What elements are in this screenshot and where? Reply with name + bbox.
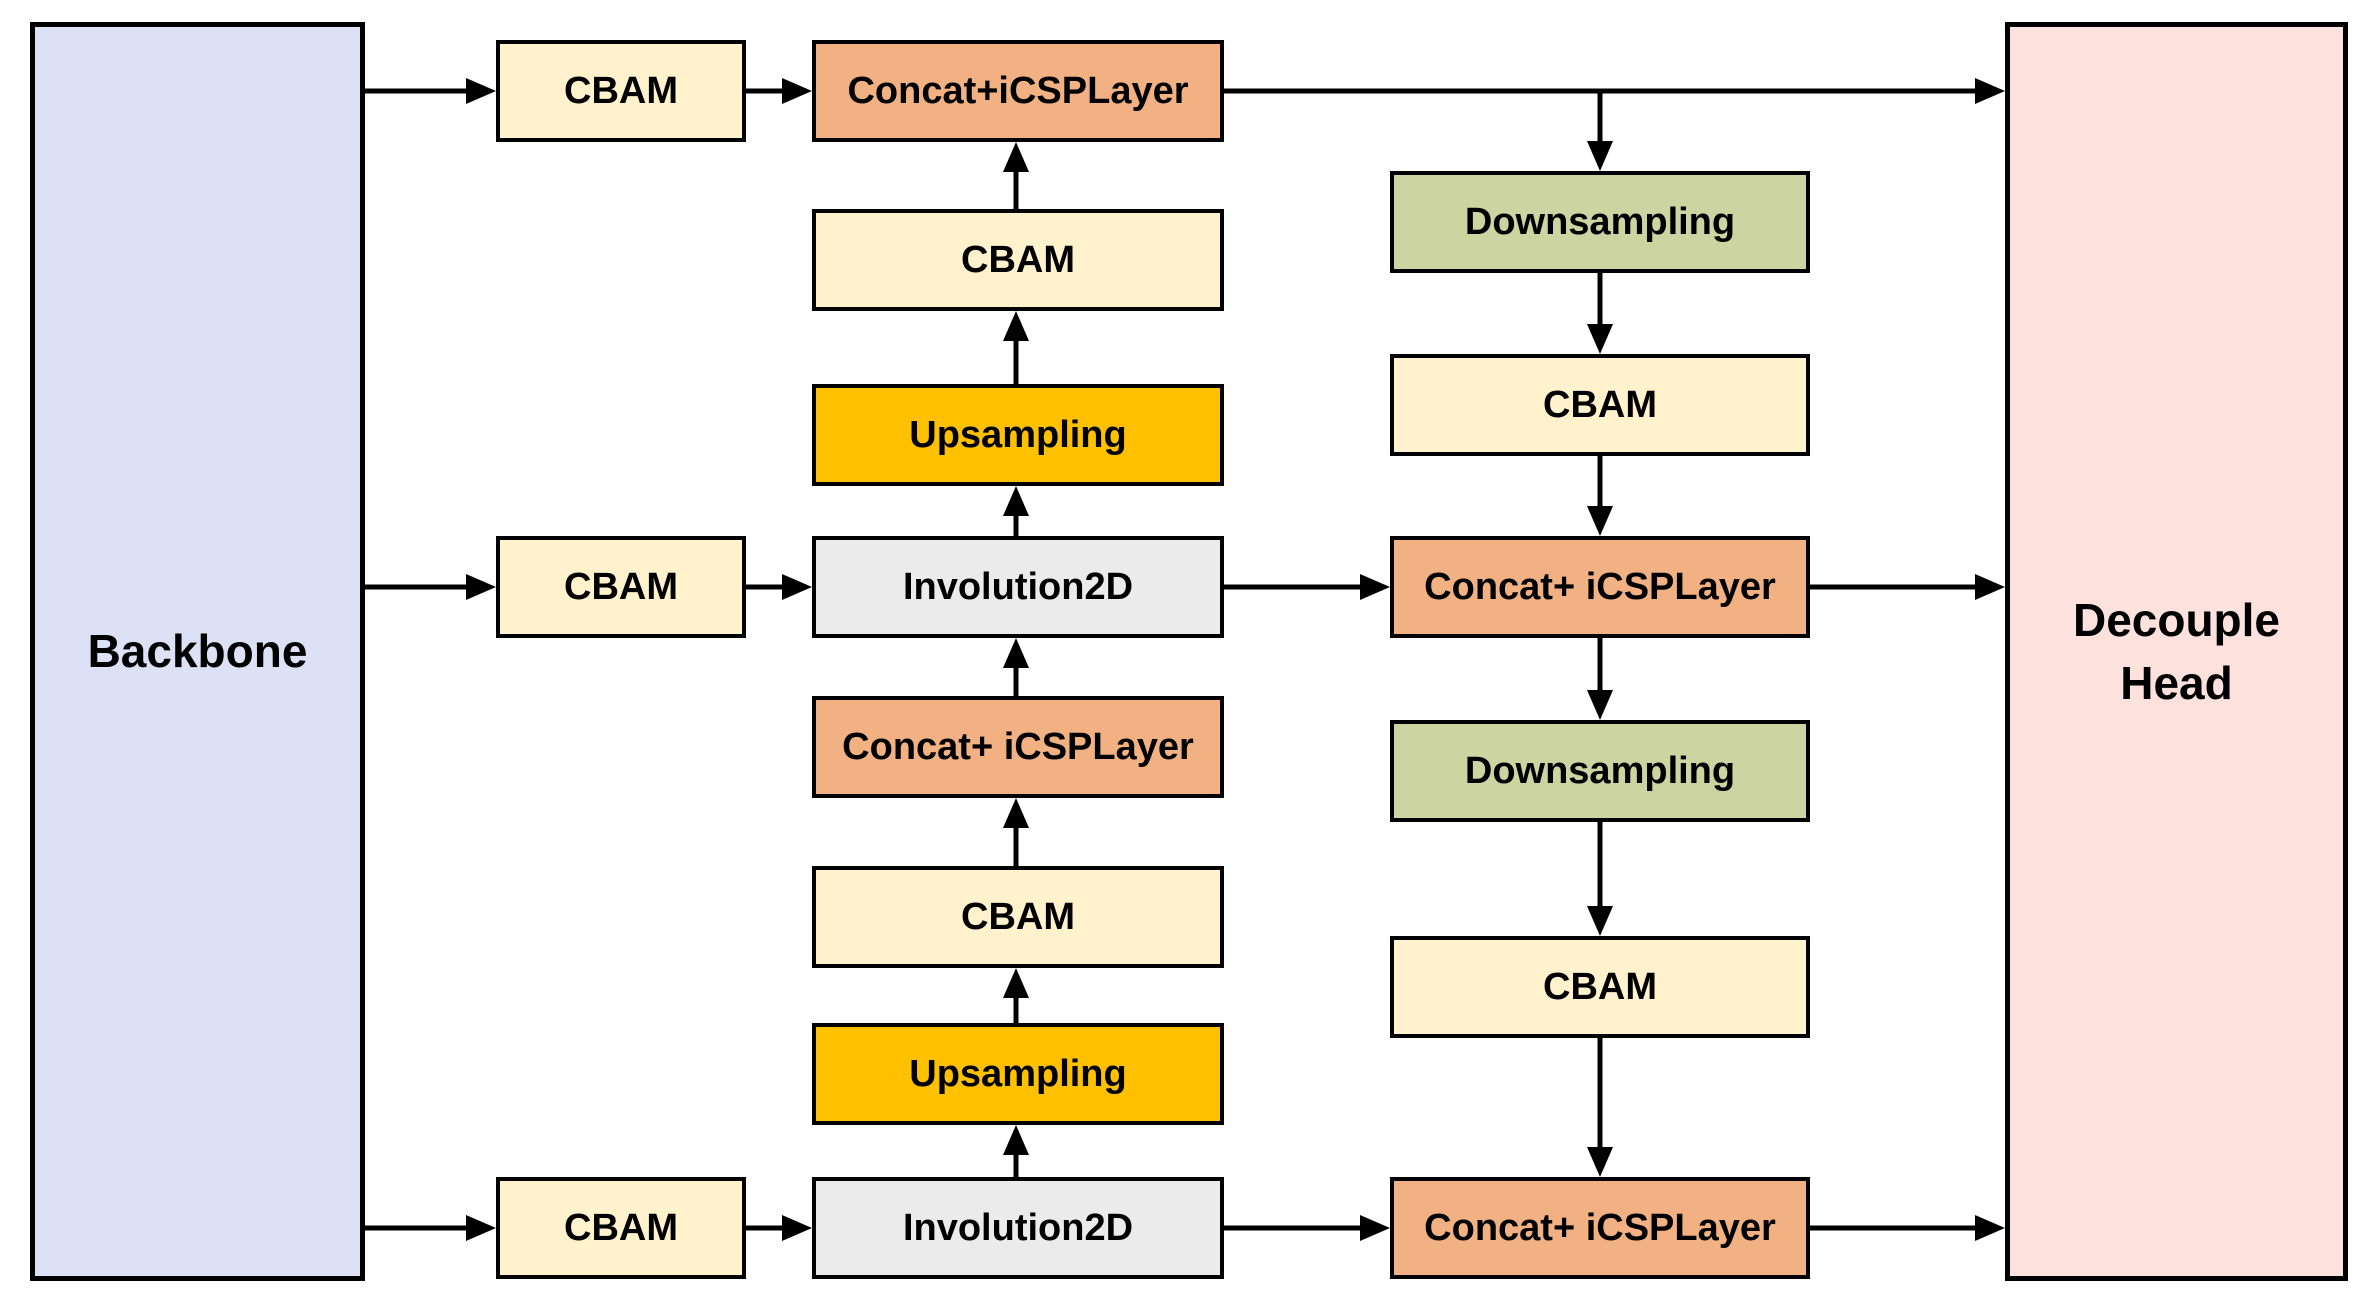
arrow-cbam-right-1-to-concat-right-mid [1587,456,1613,536]
node-label: CBAM [564,565,678,608]
arrow-cbam-right-2-to-concat-right-bottom [1587,1038,1613,1177]
node-label: CBAM [1543,383,1657,426]
node-cbam-left-mid: CBAM [496,536,746,638]
node-involution-mid: Involution2D [812,536,1224,638]
arrow-concat-top-to-decouple-head [1224,78,2005,104]
arrow-concat-top-to-downsampling-1 [1587,91,1613,171]
node-label: Downsampling [1464,749,1736,792]
arrow-involution-mid-to-concat-right-mid [1224,574,1390,600]
arrow-concat-mid-to-involution-mid [1003,638,1029,696]
node-label: CBAM [1543,965,1657,1008]
node-decouple-head: Decouple Head [2005,22,2348,1281]
arrow-involution-bottom-to-upsampling-lower [1003,1125,1029,1177]
arrow-downsampling-2-to-cbam-right-2 [1587,822,1613,936]
node-cbam-mid-upper: CBAM [812,209,1224,311]
node-upsampling-upper: Upsampling [812,384,1224,486]
node-downsampling-2: Downsampling [1390,720,1810,822]
node-cbam-right-1: CBAM [1390,354,1810,456]
backbone-label: Backbone [87,625,308,678]
arrow-concat-right-mid-to-decouple-head [1810,574,2005,600]
node-involution-bottom: Involution2D [812,1177,1224,1279]
node-backbone: Backbone [30,22,365,1281]
arrow-backbone-to-cbam-left-mid [365,574,496,600]
node-label: CBAM [564,69,678,112]
node-concat-top: Concat+iCSPLayer [812,40,1224,142]
arrow-cbam-left-bottom-to-involution-bottom [745,1215,812,1241]
arrow-cbam-left-top-to-concat-top [745,78,812,104]
arrow-backbone-to-cbam-left-top [365,78,496,104]
node-label: CBAM [961,895,1075,938]
node-concat-right-mid: Concat+ iCSPLayer [1390,536,1810,638]
node-label: Involution2D [902,1206,1134,1249]
decouple-head-label: Decouple Head [2072,594,2281,709]
arrow-upsampling-upper-to-cbam-mid-upper [1003,311,1029,384]
node-label: Concat+ iCSPLayer [842,725,1194,768]
node-label: Involution2D [902,565,1134,608]
node-label: Concat+ iCSPLayer [1424,565,1776,608]
node-cbam-left-bottom: CBAM [496,1177,746,1279]
arrow-concat-right-mid-to-downsampling-2 [1587,638,1613,720]
arrow-backbone-to-cbam-left-bottom [365,1215,496,1241]
node-upsampling-lower: Upsampling [812,1023,1224,1125]
arrow-cbam-mid-upper-to-concat-top [1003,142,1029,209]
node-label: Concat+ iCSPLayer [1424,1206,1776,1249]
arrow-involution-bottom-to-concat-right-bottom [1224,1215,1390,1241]
node-cbam-mid-lower: CBAM [812,866,1224,968]
arrow-cbam-left-mid-to-involution-mid [745,574,812,600]
node-concat-right-bottom: Concat+ iCSPLayer [1390,1177,1810,1279]
node-label: Upsampling [909,1052,1127,1095]
arrow-cbam-mid-lower-to-concat-mid [1003,798,1029,866]
node-label: CBAM [961,238,1075,281]
arrow-downsampling-1-to-cbam-right-1 [1587,273,1613,354]
node-label: CBAM [564,1206,678,1249]
node-label: Concat+iCSPLayer [847,69,1189,112]
arrow-concat-right-bottom-to-decouple-head [1810,1215,2005,1241]
arrow-upsampling-lower-to-cbam-mid-lower [1003,968,1029,1023]
node-label: Upsampling [909,413,1127,456]
node-label: Downsampling [1464,200,1736,243]
node-cbam-right-2: CBAM [1390,936,1810,1038]
node-cbam-left-top: CBAM [496,40,746,142]
arrow-involution-mid-to-upsampling-upper [1003,486,1029,536]
node-concat-mid: Concat+ iCSPLayer [812,696,1224,798]
node-downsampling-1: Downsampling [1390,171,1810,273]
